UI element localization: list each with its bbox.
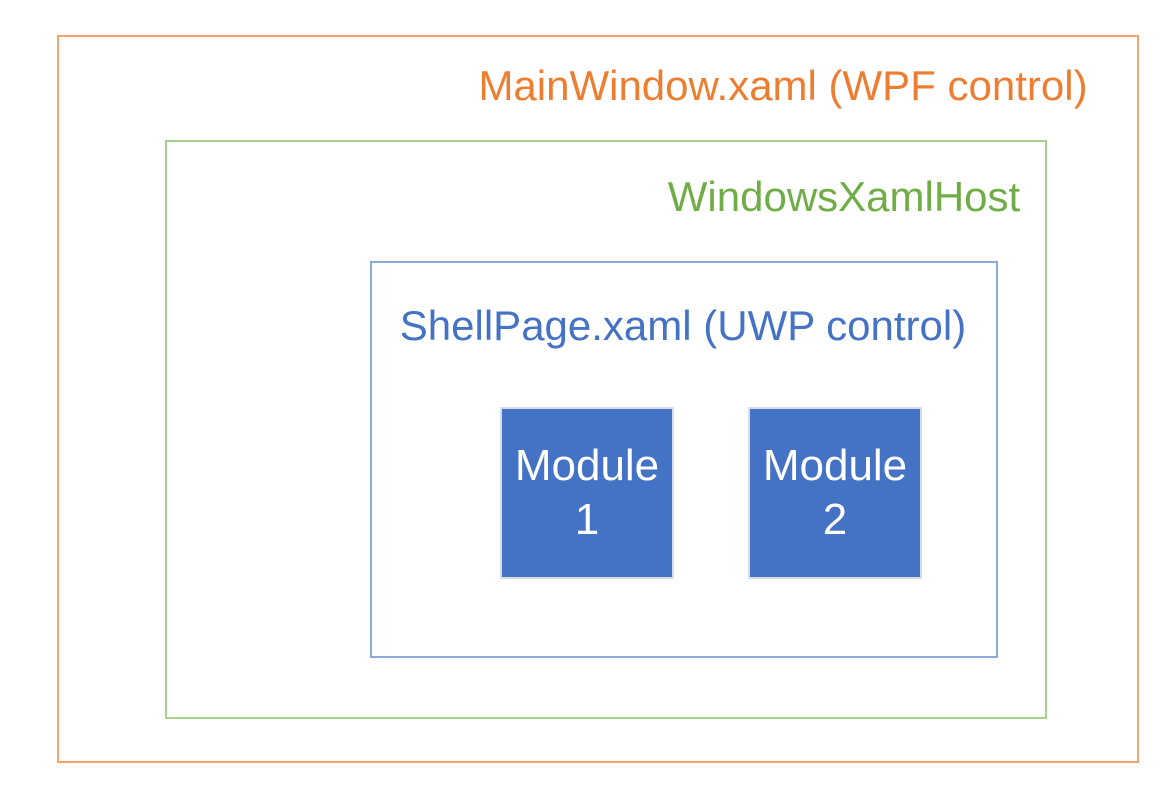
windows-xaml-host-box: WindowsXamlHost ShellPage.xaml (UWP cont… — [165, 140, 1047, 719]
shellpage-uwp-box: ShellPage.xaml (UWP control) Module 1 Mo… — [370, 261, 998, 658]
mainwindow-wpf-box: MainWindow.xaml (WPF control) WindowsXam… — [57, 35, 1139, 763]
windows-xaml-host-label: WindowsXamlHost — [667, 172, 1021, 220]
module-1-label-line1: Module — [514, 441, 660, 490]
module-1-box: Module 1 — [500, 407, 674, 579]
module-2-label-line2: 2 — [822, 495, 848, 544]
module-1-label-line2: 1 — [574, 495, 600, 544]
module-2-label-line1: Module — [762, 441, 908, 490]
module-2-box: Module 2 — [748, 407, 922, 579]
shellpage-uwp-label: ShellPage.xaml (UWP control) — [399, 301, 967, 349]
mainwindow-wpf-label: MainWindow.xaml (WPF control) — [478, 61, 1088, 109]
